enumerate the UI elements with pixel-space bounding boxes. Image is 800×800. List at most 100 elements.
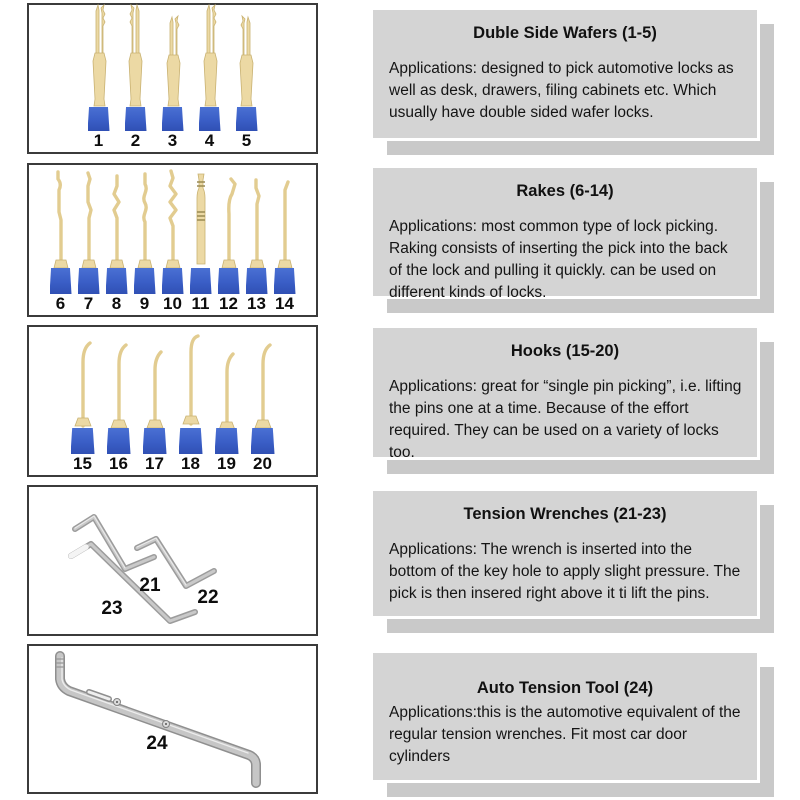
rake-13: 13 xyxy=(245,168,269,313)
tool-number: 18 xyxy=(181,454,200,473)
tool-number: 7 xyxy=(83,294,94,313)
rake-icon xyxy=(196,173,205,265)
info-box-title: Tension Wrenches (21-23) xyxy=(463,505,667,523)
info-box: Tension Wrenches (21-23) Applications: T… xyxy=(373,491,760,619)
wafer-pick-icon xyxy=(128,4,142,107)
rake-12: 12 xyxy=(217,168,241,313)
tool-number: 23 xyxy=(101,598,123,619)
tool-number: 13 xyxy=(247,294,266,313)
wafer-pick-icon xyxy=(92,4,106,107)
tool-number: 3 xyxy=(167,131,178,150)
hook-16: 16 xyxy=(106,328,132,473)
pick-handle xyxy=(161,107,184,131)
info-box-auto-tension-tool: Auto Tension Tool (24) Applications:this… xyxy=(373,653,774,797)
pick-handle xyxy=(178,428,203,454)
info-box-title: Auto Tension Tool (24) xyxy=(476,679,654,697)
rake-10: 10 xyxy=(161,168,185,313)
hook-icon xyxy=(108,343,129,428)
rake-icon xyxy=(221,177,237,268)
hook-icon xyxy=(252,343,273,428)
wafer-picks-row: 1 2 3 4 5 xyxy=(86,3,260,150)
pick-handle xyxy=(161,268,184,294)
rake-14: 14 xyxy=(273,168,297,313)
tool-number: 21 xyxy=(139,575,161,596)
info-box-wafers: Duble Side Wafers (1-5) Applications: de… xyxy=(373,10,774,155)
wafer-pick-4: 4 xyxy=(197,3,223,150)
pick-handle xyxy=(124,107,147,131)
panel-tension-wrenches: 21 22 23 xyxy=(27,485,318,636)
info-box: Duble Side Wafers (1-5) Applications: de… xyxy=(373,10,760,141)
pick-handle xyxy=(105,268,128,294)
tool-number: 10 xyxy=(163,294,182,313)
tool-number: 2 xyxy=(130,131,141,150)
rake-icon xyxy=(277,180,292,268)
tool-number: 17 xyxy=(145,454,164,473)
info-box: Hooks (15-20) Applications: great for “s… xyxy=(373,328,760,461)
pick-handle xyxy=(106,428,131,454)
rake-11: 11 xyxy=(189,168,213,313)
wafer-pick-3: 3 xyxy=(160,3,186,150)
hook-20: 20 xyxy=(250,328,276,473)
panel-hooks: 15 16 17 18 19 xyxy=(27,325,318,477)
tension-wrenches-icon xyxy=(68,514,217,624)
hook-icon xyxy=(180,334,201,426)
hook-icon xyxy=(144,350,165,428)
hook-icon xyxy=(72,341,93,428)
tool-number: 4 xyxy=(204,131,215,150)
panel-auto-tension-tool: 24 xyxy=(27,644,318,794)
info-box-title: Hooks (15-20) xyxy=(510,342,620,360)
info-box-body: Applications: The wrench is inserted int… xyxy=(389,541,741,602)
pick-handle xyxy=(273,268,296,294)
auto-tension-tool-icon xyxy=(55,651,261,788)
tool-number: 24 xyxy=(146,733,168,754)
rake-icon xyxy=(137,172,152,268)
tool-number: 11 xyxy=(191,294,210,313)
hook-18: 18 xyxy=(178,328,204,473)
info-box-body: Applications: designed to pick automotiv… xyxy=(389,60,734,121)
tool-number: 15 xyxy=(73,454,92,473)
tool-number: 9 xyxy=(139,294,150,313)
info-box: Auto Tension Tool (24) Applications:this… xyxy=(373,653,760,783)
panel-double-side-wafers: 1 2 3 4 5 xyxy=(27,3,318,154)
rake-6: 6 xyxy=(49,168,73,313)
pick-handle xyxy=(250,428,275,454)
rake-icon xyxy=(81,171,96,268)
tool-number: 12 xyxy=(219,294,238,313)
pick-handle xyxy=(77,268,100,294)
pick-handle xyxy=(189,268,212,294)
pick-handle xyxy=(142,428,167,454)
tool-number: 8 xyxy=(111,294,122,313)
wafer-pick-5: 5 xyxy=(234,3,260,150)
hook-15: 15 xyxy=(70,328,96,473)
hooks-row: 15 16 17 18 19 xyxy=(70,328,276,473)
info-box-tension-wrenches: Tension Wrenches (21-23) Applications: T… xyxy=(373,491,774,633)
info-box-title: Rakes (6-14) xyxy=(516,182,614,200)
info-box-rakes: Rakes (6-14) Applications: most common t… xyxy=(373,168,774,313)
pick-handle xyxy=(245,268,268,294)
tool-number: 16 xyxy=(109,454,128,473)
info-box-title: Duble Side Wafers (1-5) xyxy=(473,24,657,42)
pick-handle xyxy=(198,107,221,131)
pick-handle xyxy=(214,428,239,454)
rake-icon xyxy=(165,169,180,268)
hook-icon xyxy=(216,352,237,428)
wafer-pick-icon xyxy=(166,15,180,107)
rake-icon xyxy=(53,170,68,268)
wafer-pick-1: 1 xyxy=(86,3,112,150)
tool-number: 6 xyxy=(55,294,66,313)
pick-handle xyxy=(87,107,110,131)
rakes-row: 6 7 8 9 10 xyxy=(49,168,297,313)
pick-handle xyxy=(235,107,258,131)
info-box-body: Applications: great for “single pin pick… xyxy=(389,378,742,461)
hook-19: 19 xyxy=(214,328,240,473)
info-box-body: Applications:this is the automotive equi… xyxy=(389,704,741,765)
tool-number: 22 xyxy=(197,587,219,608)
hook-17: 17 xyxy=(142,328,168,473)
rake-7: 7 xyxy=(77,168,101,313)
wafer-pick-icon xyxy=(203,4,217,107)
pick-handle xyxy=(70,428,95,454)
rake-icon xyxy=(249,178,264,268)
rake-8: 8 xyxy=(105,168,129,313)
pick-handle xyxy=(49,268,72,294)
